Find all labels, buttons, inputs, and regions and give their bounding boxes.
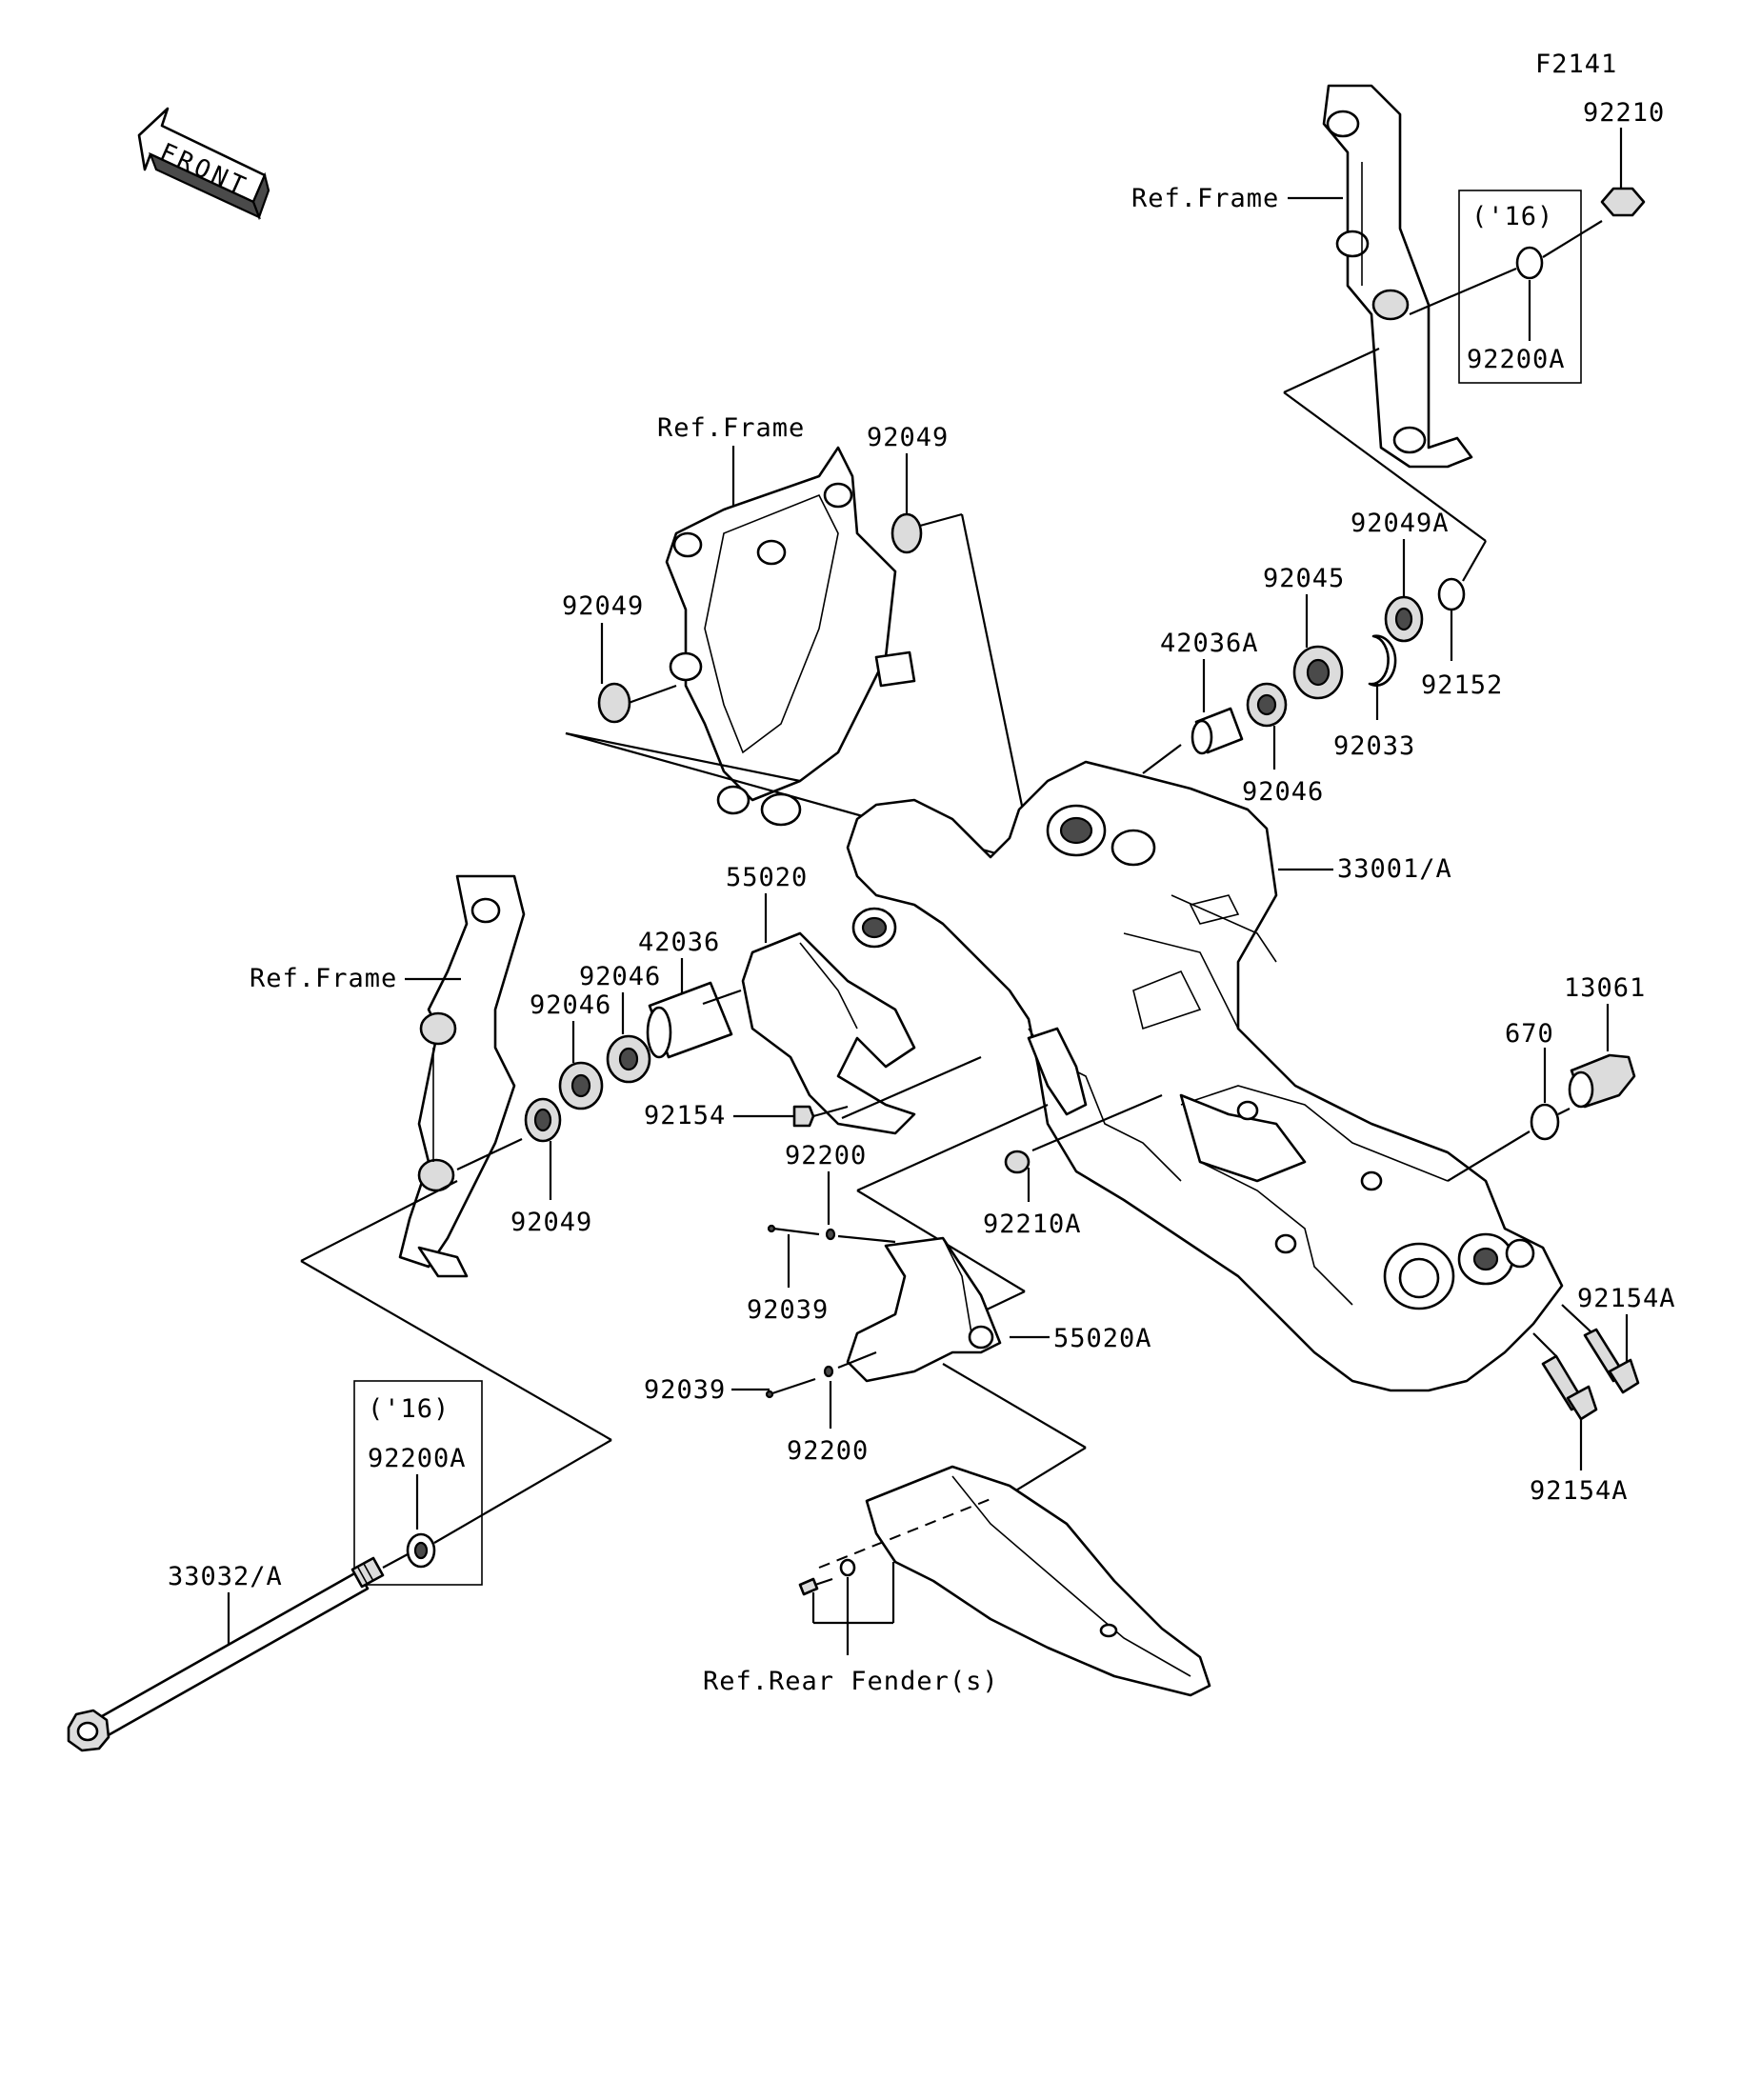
year-16-label-b: ('16) xyxy=(368,1394,450,1424)
washer-92200-bottom xyxy=(823,1365,834,1378)
label-92039-top: 92039 xyxy=(747,1295,829,1325)
label-92049A: 92049A xyxy=(1351,509,1450,538)
label-92200A-bottom: 92200A xyxy=(368,1444,467,1473)
seal-92049-top xyxy=(891,512,923,554)
chain-guard-55020A xyxy=(846,1236,1002,1383)
label-92046-right: 92046 xyxy=(1242,777,1324,807)
ref-rear-fender-label: Ref.Rear Fender(s) xyxy=(703,1667,999,1696)
label-55020A: 55020A xyxy=(1053,1324,1152,1353)
rear-fender-part xyxy=(818,1465,1211,1697)
year-16-box-b xyxy=(353,1380,483,1586)
label-92200A-top: 92200A xyxy=(1467,345,1566,374)
label-92154: 92154 xyxy=(644,1101,726,1130)
label-55020: 55020 xyxy=(726,863,808,892)
left-frame-link xyxy=(398,874,526,1278)
swingarm-part xyxy=(846,760,1564,1392)
circlip-92033 xyxy=(1368,634,1397,687)
label-92210A: 92210A xyxy=(983,1210,1082,1239)
pivot-shaft-33032A xyxy=(67,1556,385,1752)
frame-bracket-part xyxy=(665,446,916,827)
label-92152: 92152 xyxy=(1421,670,1503,700)
washer-92200-top xyxy=(825,1228,836,1241)
year-16-box-a xyxy=(1458,190,1582,384)
label-92046-b: 92046 xyxy=(530,990,611,1020)
bolt-92154A-bottom xyxy=(1541,1354,1598,1421)
label-92039-bottom: 92039 xyxy=(644,1375,726,1405)
label-42036A: 42036A xyxy=(1160,629,1259,658)
ref-frame-left-label: Ref.Frame xyxy=(250,964,397,993)
ref-frame-top-label: Ref.Frame xyxy=(1131,184,1279,213)
nut-92210 xyxy=(1600,187,1646,217)
year-16-label-a: ('16) xyxy=(1471,202,1553,231)
label-92045: 92045 xyxy=(1263,564,1345,593)
label-92049-left: 92049 xyxy=(562,591,644,621)
collar-92152 xyxy=(1437,577,1466,611)
label-42036: 42036 xyxy=(638,928,720,957)
bolt-92154 xyxy=(792,1105,815,1128)
label-92200-bottom: 92200 xyxy=(787,1436,869,1466)
seal-92049-left xyxy=(597,682,631,724)
screw-rear-fender xyxy=(798,1577,819,1596)
ref-frame-mid-label: Ref.Frame xyxy=(657,413,805,443)
figure-id: F2141 xyxy=(1535,50,1617,79)
label-92049-bottom: 92049 xyxy=(510,1208,592,1237)
label-92046-a: 92046 xyxy=(579,962,661,991)
label-670: 670 xyxy=(1505,1019,1554,1049)
top-right-frame-link xyxy=(1322,84,1473,469)
label-92049-top: 92049 xyxy=(867,423,949,452)
label-33001A: 33001/A xyxy=(1337,854,1452,884)
label-92200-top: 92200 xyxy=(785,1141,867,1170)
bolt-13061 xyxy=(1568,1053,1636,1109)
nut-92210A xyxy=(1004,1150,1031,1174)
label-92154A-top: 92154A xyxy=(1577,1284,1676,1313)
washer-rear-fender xyxy=(839,1558,856,1577)
front-arrow-icon: FRONT xyxy=(137,107,270,221)
bolt-92154A-top xyxy=(1583,1328,1640,1394)
washer-670 xyxy=(1530,1103,1560,1141)
label-92210: 92210 xyxy=(1583,98,1665,128)
label-33032A: 33032/A xyxy=(168,1562,283,1591)
label-92154A-bottom: 92154A xyxy=(1530,1476,1629,1506)
label-13061: 13061 xyxy=(1564,973,1646,1003)
chain-guard-55020 xyxy=(741,931,916,1135)
washer-92200A-top xyxy=(1515,246,1544,280)
label-92033: 92033 xyxy=(1333,731,1415,761)
